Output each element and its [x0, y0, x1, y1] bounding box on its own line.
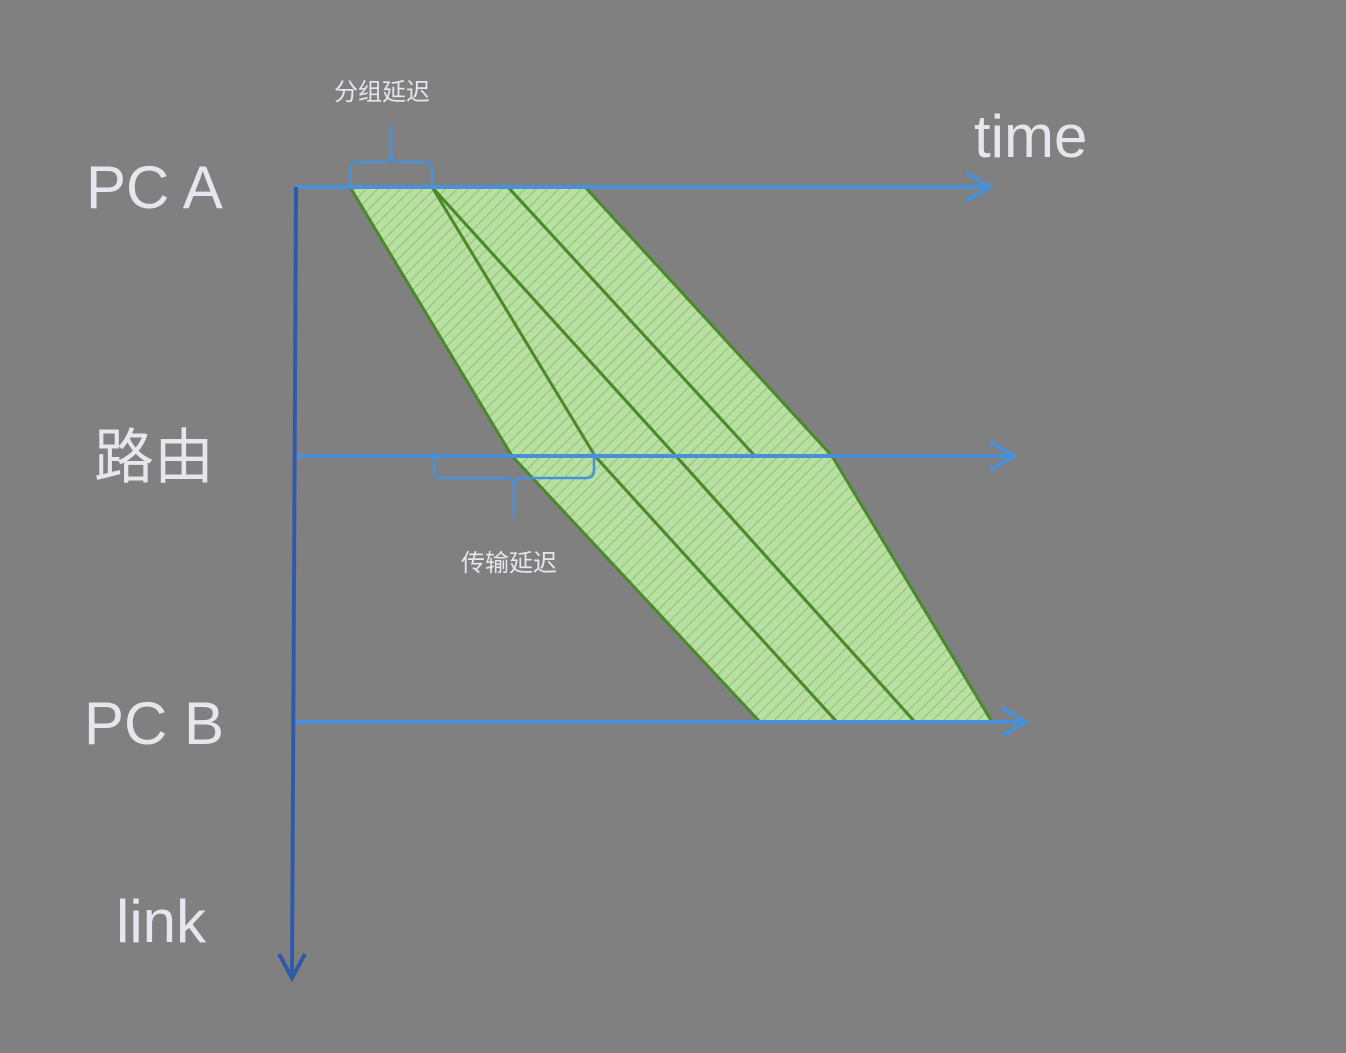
time-axis-label: time [974, 103, 1087, 170]
transmission-delay-brace [432, 452, 596, 518]
router-timeline [296, 440, 1018, 472]
arrow-down-icon [277, 953, 307, 983]
arrow-right-icon [988, 440, 1018, 472]
pc-b-timeline [296, 706, 1030, 738]
link-axis [277, 186, 307, 983]
link-axis-label: link [116, 888, 207, 955]
router-label: 路由 [94, 424, 214, 491]
pc-a-label: PC A [86, 154, 223, 221]
packet-delay-label: 分组延迟 [334, 78, 430, 106]
pc-a-timeline [296, 171, 994, 203]
arrow-right-icon [964, 171, 994, 203]
transmission-delay-label: 传输延迟 [461, 549, 557, 577]
packet-delay-brace [348, 126, 434, 187]
arrow-right-icon [1000, 706, 1030, 738]
pc-b-label: PC B [84, 690, 224, 757]
